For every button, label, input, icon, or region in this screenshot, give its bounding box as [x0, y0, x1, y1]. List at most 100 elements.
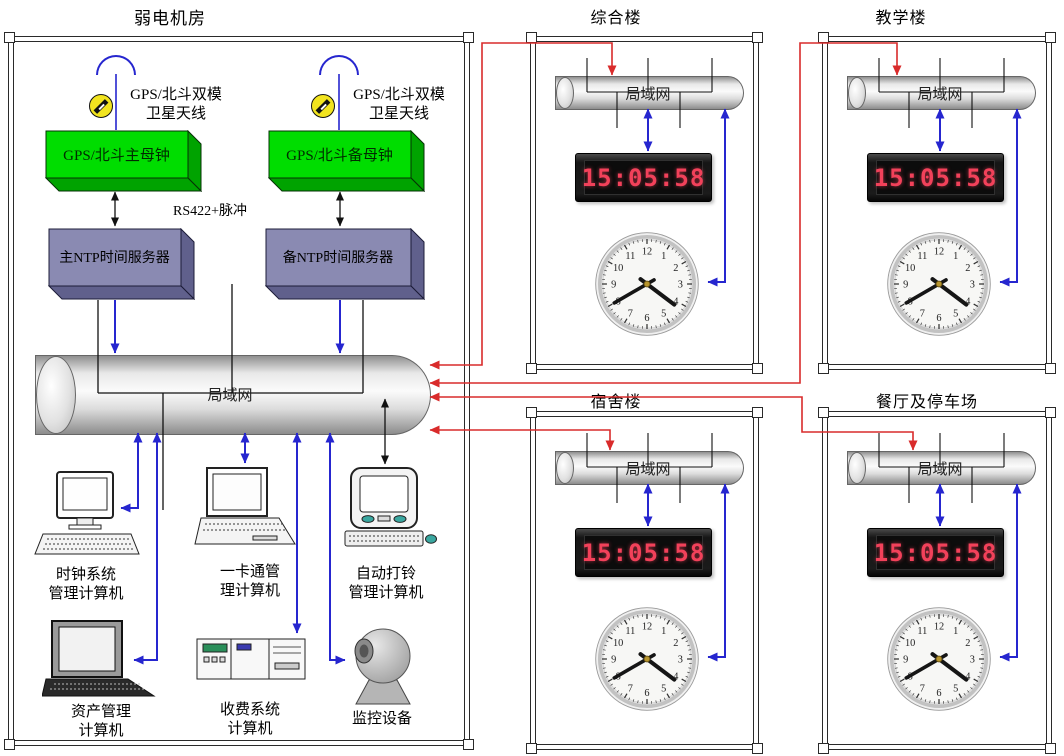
green-3d-box-shape [44, 129, 203, 193]
svg-text:1: 1 [661, 251, 666, 262]
svg-text:9: 9 [903, 280, 908, 291]
svg-text:2: 2 [965, 263, 970, 274]
building-title-dormitory: 宿舍楼 [590, 394, 642, 411]
svg-text:3: 3 [970, 280, 975, 291]
computer-label: 收费系统 [219, 702, 280, 718]
backup-clock-box: GPS/北斗备母钟 [267, 129, 426, 193]
analog-clock: 123456789101112 [595, 607, 699, 711]
digital-clock: 15:05:58 [867, 153, 1004, 202]
computer-label: 计算机 [227, 721, 273, 737]
surveillance-camera-icon [342, 624, 426, 713]
computer-label: 一卡通管 [219, 564, 280, 580]
purple-3d-box-shape [47, 227, 196, 301]
master-clock-label: GPS/北斗主母钟 [63, 147, 170, 164]
svg-text:9: 9 [903, 655, 908, 666]
computer-label: 资产管理 [70, 704, 131, 720]
svg-text:6: 6 [936, 313, 941, 324]
svg-text:7: 7 [920, 683, 925, 694]
building-panel-canteen [818, 407, 1056, 754]
svg-text:10: 10 [613, 638, 623, 649]
svg-text:10: 10 [905, 263, 915, 274]
computer-label: 监控设备 [351, 711, 412, 727]
building-title-teaching: 教学楼 [875, 10, 927, 27]
svg-text:11: 11 [625, 626, 635, 637]
laptop-computer-dark-icon [41, 620, 160, 707]
imac-computer-icon [343, 467, 438, 560]
svg-text:9: 9 [611, 655, 616, 666]
svg-text:5: 5 [953, 308, 958, 319]
svg-text:10: 10 [905, 638, 915, 649]
svg-text:3: 3 [678, 655, 683, 666]
svg-text:7: 7 [920, 308, 925, 319]
svg-text:3: 3 [970, 655, 975, 666]
svg-text:6: 6 [936, 688, 941, 699]
main-lan-label: 局域网 [207, 388, 253, 404]
computer-label: 理计算机 [219, 583, 280, 599]
svg-text:4: 4 [965, 671, 971, 682]
svg-text:11: 11 [917, 626, 927, 637]
building-title-comprehensive: 综合楼 [590, 10, 642, 27]
ntp-backup-box: 备NTP时间服务器 [264, 227, 426, 301]
svg-text:2: 2 [673, 638, 678, 649]
svg-text:1: 1 [661, 626, 666, 637]
antenna-label-line2: 卫星天线 [368, 106, 429, 122]
svg-text:5: 5 [661, 308, 666, 319]
digital-clock: 15:05:58 [575, 528, 712, 577]
pipe-end-cap [36, 356, 76, 434]
lan-label: 局域网 [917, 462, 963, 478]
digital-time: 15:05:58 [873, 163, 998, 192]
antenna-connector-icon [311, 94, 335, 118]
antenna-connector-icon [89, 94, 113, 118]
antenna-label-line1: GPS/北斗双模 [353, 87, 445, 103]
computer-label: 管理计算机 [348, 585, 424, 601]
machine-room-panel [4, 32, 474, 750]
ntp-primary-label: 主NTP时间服务器 [59, 251, 170, 266]
ntp-primary-box: 主NTP时间服务器 [47, 227, 196, 301]
svg-text:3: 3 [678, 280, 683, 291]
analog-clock: 123456789101112 [595, 232, 699, 336]
green-3d-box-shape [267, 129, 426, 193]
svg-text:7: 7 [628, 308, 633, 319]
backup-clock-label: GPS/北斗备母钟 [286, 147, 393, 164]
svg-text:5: 5 [661, 683, 666, 694]
svg-text:12: 12 [934, 621, 944, 632]
fee-system-rack-icon [195, 635, 307, 688]
svg-text:6: 6 [644, 313, 649, 324]
svg-text:6: 6 [644, 688, 649, 699]
svg-text:10: 10 [613, 263, 623, 274]
svg-text:7: 7 [628, 683, 633, 694]
analog-clock: 123456789101112 [887, 607, 991, 711]
desktop-computer-icon [33, 470, 143, 563]
lan-label: 局域网 [625, 462, 671, 478]
antenna-label-line1: GPS/北斗双模 [130, 87, 222, 103]
computer-label: 管理计算机 [48, 586, 124, 602]
svg-text:2: 2 [965, 638, 970, 649]
digital-clock: 15:05:58 [867, 528, 1004, 577]
svg-text:12: 12 [642, 246, 652, 257]
computer-label: 时钟系统 [55, 567, 116, 583]
computer-label: 自动打铃 [355, 566, 416, 582]
svg-text:4: 4 [965, 296, 971, 307]
svg-text:9: 9 [611, 280, 616, 291]
svg-text:11: 11 [917, 251, 927, 262]
ntp-backup-label: 备NTP时间服务器 [282, 251, 394, 266]
building-title-canteen: 餐厅及停车场 [875, 394, 978, 411]
analog-clock: 123456789101112 [887, 232, 991, 336]
svg-text:12: 12 [642, 621, 652, 632]
digital-time: 15:05:58 [581, 163, 706, 192]
computer-label: 计算机 [78, 723, 124, 739]
svg-text:2: 2 [673, 263, 678, 274]
lan-label: 局域网 [917, 87, 963, 103]
antenna-label-line2: 卫星天线 [145, 106, 206, 122]
svg-text:4: 4 [673, 671, 679, 682]
svg-text:12: 12 [934, 246, 944, 257]
svg-text:11: 11 [625, 251, 635, 262]
lan-label: 局域网 [625, 87, 671, 103]
digital-time: 15:05:58 [581, 538, 706, 567]
svg-text:1: 1 [953, 626, 958, 637]
svg-text:5: 5 [953, 683, 958, 694]
rs422-link-label: RS422+脉冲 [172, 204, 248, 219]
digital-clock: 15:05:58 [575, 153, 712, 202]
svg-text:1: 1 [953, 251, 958, 262]
master-clock-box: GPS/北斗主母钟 [44, 129, 203, 193]
